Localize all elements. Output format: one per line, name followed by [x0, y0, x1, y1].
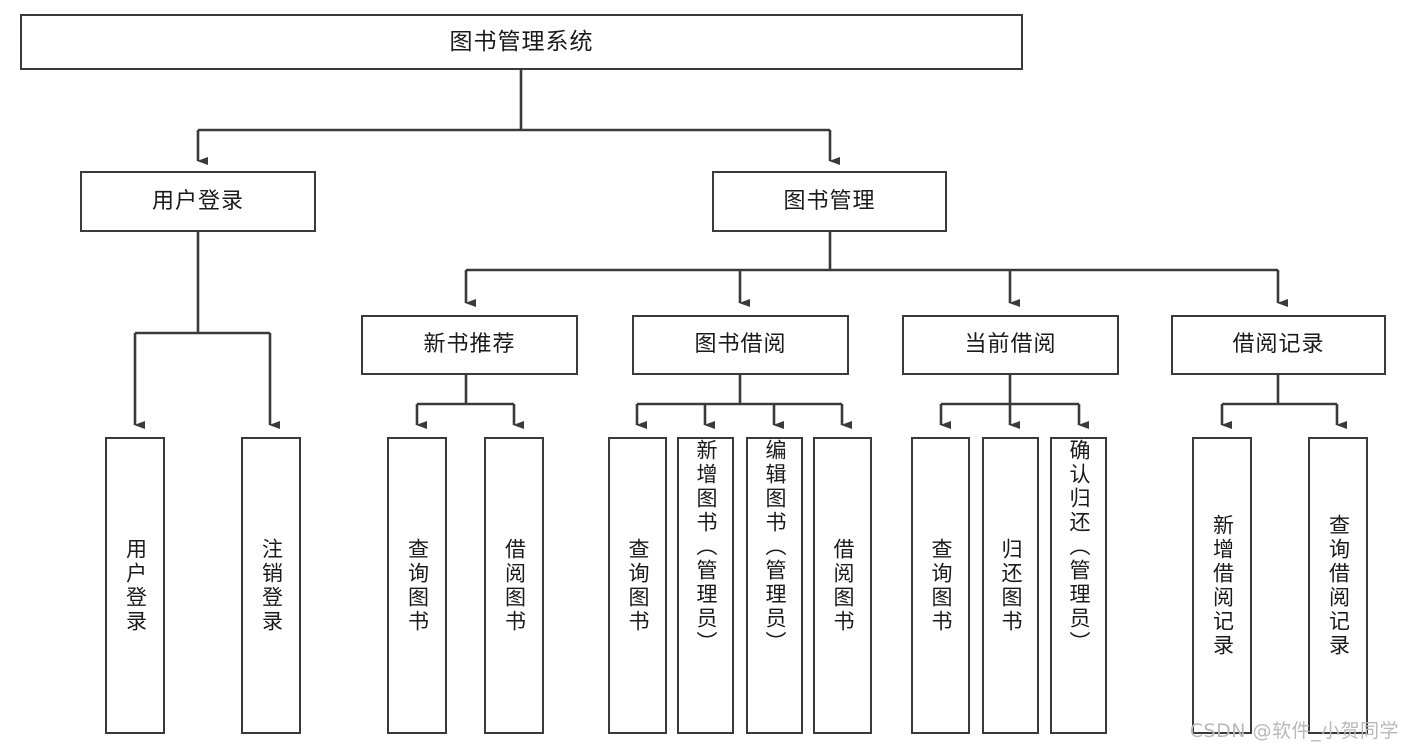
- leaf-confirm-return-admin[interactable]: 确认归还（管理员）: [1050, 437, 1107, 734]
- node-label: 注销登录: [259, 537, 284, 634]
- node-label: 借阅图书: [831, 537, 855, 634]
- node-label: 新增借阅记录: [1210, 513, 1235, 658]
- leaf-user-login[interactable]: 用户登录: [105, 437, 165, 734]
- node-label: 查询图书: [929, 537, 953, 634]
- leaf-logout[interactable]: 注销登录: [241, 437, 301, 734]
- node-book-management[interactable]: 图书管理: [712, 171, 947, 232]
- node-label: 新增图书（管理员）: [694, 439, 718, 655]
- node-label: 图书管理系统: [449, 28, 594, 55]
- node-label: 查询借阅记录: [1326, 513, 1351, 658]
- leaf-query-borrow-record[interactable]: 查询借阅记录: [1308, 437, 1368, 734]
- leaf-add-borrow-record[interactable]: 新增借阅记录: [1192, 437, 1252, 734]
- node-new-book-recommend[interactable]: 新书推荐: [361, 315, 578, 375]
- node-label: 查询图书: [626, 537, 650, 634]
- node-label: 图书借阅: [694, 332, 787, 358]
- node-root-system[interactable]: 图书管理系统: [20, 14, 1023, 70]
- leaf-edit-book-admin[interactable]: 编辑图书（管理员）: [746, 437, 803, 734]
- node-label: 图书管理: [783, 188, 876, 214]
- node-label: 确认归还（管理员）: [1067, 439, 1091, 655]
- node-label: 新书推荐: [423, 332, 516, 358]
- node-user-login[interactable]: 用户登录: [80, 171, 316, 232]
- node-label: 借阅记录: [1232, 332, 1325, 358]
- node-label: 当前借阅: [964, 332, 1057, 358]
- leaf-add-book-admin[interactable]: 新增图书（管理员）: [677, 437, 734, 734]
- leaf-borrow-book-recommend[interactable]: 借阅图书: [484, 437, 544, 734]
- node-label: 归还图书: [999, 537, 1023, 634]
- node-label: 查询图书: [405, 537, 430, 634]
- node-label: 借阅图书: [502, 537, 527, 634]
- leaf-query-book-borrow[interactable]: 查询图书: [608, 437, 667, 734]
- node-borrow-record[interactable]: 借阅记录: [1171, 315, 1386, 375]
- leaf-return-book[interactable]: 归还图书: [982, 437, 1039, 734]
- node-current-borrow[interactable]: 当前借阅: [902, 315, 1119, 375]
- watermark: CSDN @软件_小贺同学: [1189, 720, 1399, 742]
- node-label: 用户登录: [123, 537, 148, 634]
- leaf-borrow-book[interactable]: 借阅图书: [813, 437, 872, 734]
- leaf-query-book-current[interactable]: 查询图书: [911, 437, 970, 734]
- node-book-borrow[interactable]: 图书借阅: [632, 315, 849, 375]
- leaf-query-book-recommend[interactable]: 查询图书: [387, 437, 447, 734]
- node-label: 用户登录: [151, 188, 244, 214]
- node-label: 编辑图书（管理员）: [763, 439, 787, 655]
